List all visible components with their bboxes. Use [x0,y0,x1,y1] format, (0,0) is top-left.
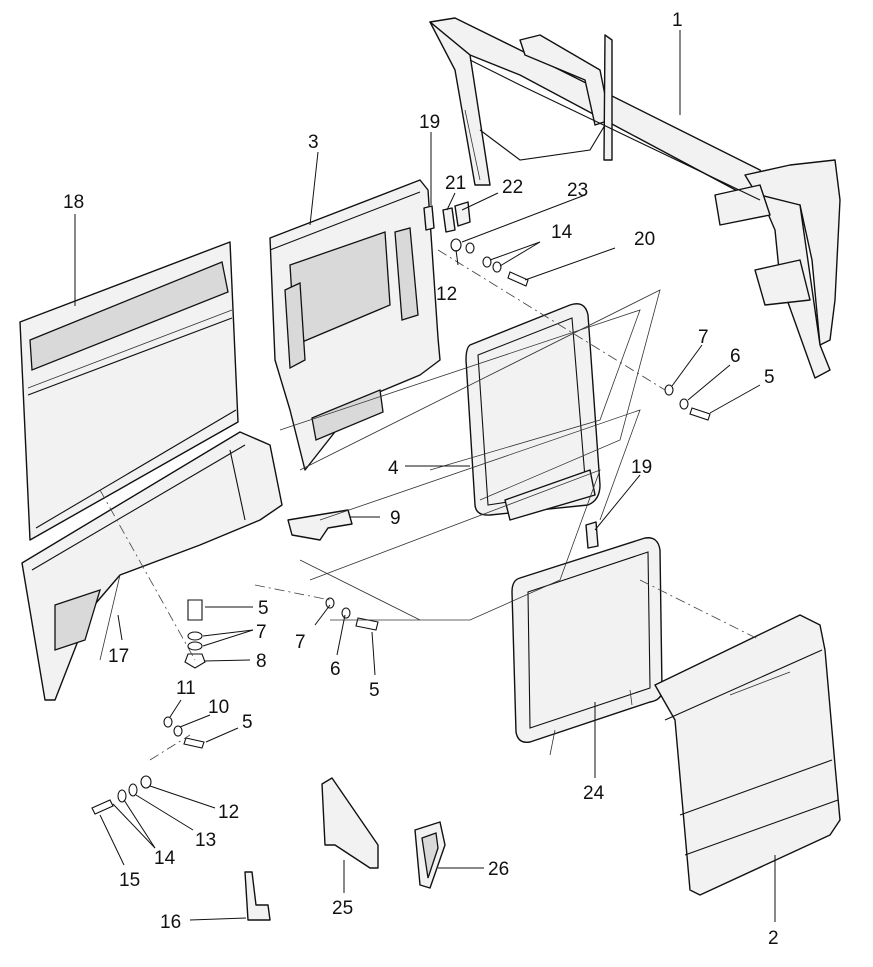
part-1-frame [429,17,841,379]
callout-2: 2 [768,928,779,949]
callout-12b: 12 [218,802,239,823]
callout-labels: 1 18 3 19 21 22 23 14 20 12 7 6 5 4 19 9… [63,10,779,949]
callout-26: 26 [488,859,509,880]
callout-20: 20 [634,229,655,250]
callout-25: 25 [332,898,353,919]
leader-lines [74,30,776,922]
part-4-window-frame [465,303,601,521]
callout-5c: 5 [369,680,380,701]
callout-12a: 12 [436,284,457,305]
callout-5b: 5 [258,598,269,619]
callout-7a: 7 [698,327,709,348]
assembly-centerlines [99,249,761,761]
callout-6b: 6 [330,659,341,680]
callout-23: 23 [567,180,588,201]
part-16-bracket [244,871,271,921]
part-19-clip [423,205,599,549]
part-3-side-panel [269,179,441,471]
part-2-cover-panel [654,614,841,896]
callout-16: 16 [160,912,181,933]
callout-14a: 14 [551,222,573,243]
callout-7b: 7 [256,622,267,643]
callout-8: 8 [256,651,267,672]
callout-24: 24 [583,783,605,804]
callout-5a: 5 [764,367,775,388]
part-17-lower-panel [21,431,283,701]
callout-9: 9 [390,508,401,529]
callout-13: 13 [195,830,216,851]
callout-15: 15 [119,870,140,891]
callout-21: 21 [445,173,466,194]
part-21-22-clips [442,201,471,233]
callout-22: 22 [502,177,523,198]
part-24-window-frame [511,537,663,756]
callout-1: 1 [672,10,683,31]
callout-3: 3 [308,132,319,153]
part-18-window-panel [19,241,239,541]
assembly-outline [279,289,661,621]
callout-19a: 19 [419,112,440,133]
callout-14b: 14 [154,848,176,869]
callout-5d: 5 [242,712,253,733]
callout-10: 10 [208,697,229,718]
part-9-bracket [287,509,353,541]
callout-17: 17 [108,646,129,667]
part-26-trim [414,821,446,889]
callout-6a: 6 [730,346,741,367]
callout-11: 11 [176,678,196,699]
callout-19b: 19 [631,457,652,478]
callout-18: 18 [63,192,84,213]
hardware-fasteners [91,238,711,815]
part-25-bracket [321,777,379,869]
callout-7c: 7 [295,632,306,653]
callout-4: 4 [388,458,399,479]
